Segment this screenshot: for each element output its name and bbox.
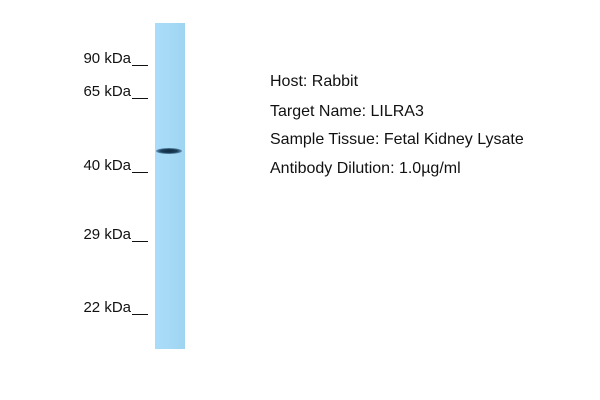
marker-label: 29 kDa	[83, 226, 131, 243]
info-sample-tissue: Sample Tissue: Fetal Kidney Lysate	[270, 131, 524, 148]
marker-22-kda: 22 kDa	[83, 299, 148, 317]
marker-label: 65 kDa	[83, 83, 131, 100]
marker-tick	[132, 65, 148, 66]
marker-tick	[132, 98, 148, 99]
blot-lane	[155, 23, 185, 349]
info-antibody-dilution: Antibody Dilution: 1.0µg/ml	[270, 160, 461, 177]
info-host: Host: Rabbit	[270, 73, 359, 90]
marker-label: 90 kDa	[83, 50, 131, 67]
marker-label: 22 kDa	[83, 299, 131, 316]
marker-65-kda: 65 kDa	[83, 83, 148, 101]
info-target-name: Target Name: LILRA3	[270, 103, 424, 120]
marker-tick	[132, 314, 148, 315]
marker-29-kda: 29 kDa	[83, 226, 148, 244]
marker-label: 40 kDa	[83, 157, 131, 174]
protein-band	[156, 148, 182, 154]
marker-tick	[132, 172, 148, 173]
marker-tick	[132, 241, 148, 242]
marker-40-kda: 40 kDa	[83, 157, 148, 175]
marker-90-kda: 90 kDa	[83, 50, 148, 68]
